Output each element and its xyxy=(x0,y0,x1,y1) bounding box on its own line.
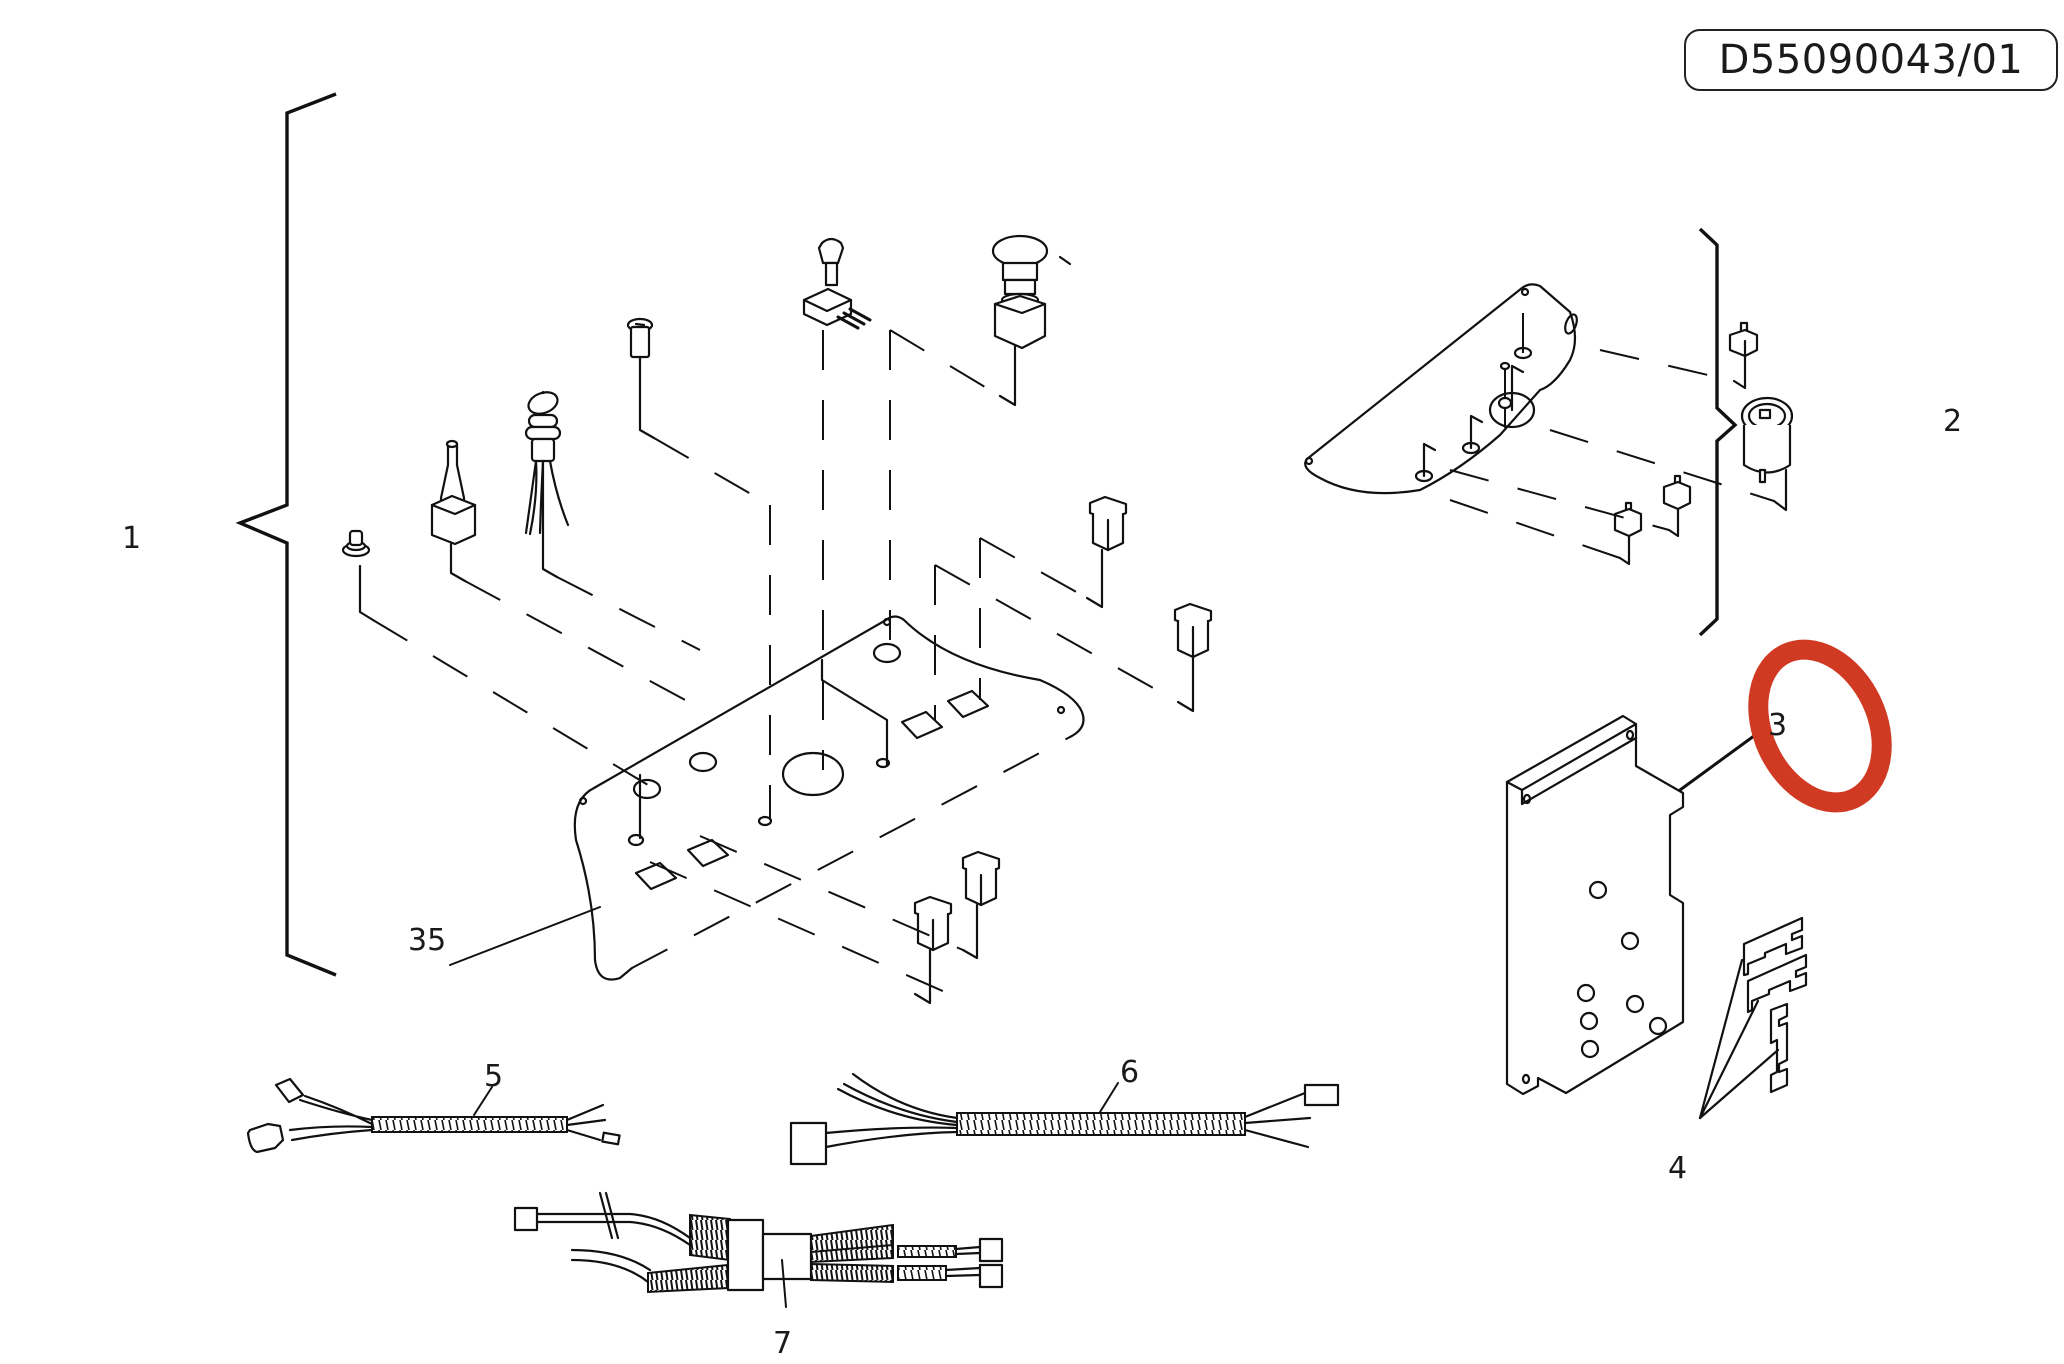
rocker-switch-2 xyxy=(1173,602,1213,713)
callout-4: 4 xyxy=(1668,1151,1687,1186)
hour-meter xyxy=(1740,396,1794,512)
harness-5: 5 xyxy=(246,1059,621,1154)
rocker-switch-3 xyxy=(961,850,1001,960)
drawing-number: D55090043/01 xyxy=(1718,37,2024,83)
callout-1: 1 xyxy=(122,521,141,556)
toggle-switch-c xyxy=(1613,501,1643,566)
mounting-clips: 4 xyxy=(1668,916,1808,1186)
callout-6: 6 xyxy=(1120,1055,1139,1090)
controller-box xyxy=(1505,714,1760,1096)
highlight-ring xyxy=(1748,639,1892,813)
toggle-switch-a xyxy=(1728,321,1759,390)
toggle-switch-b xyxy=(1662,474,1692,538)
callout-5: 5 xyxy=(484,1059,503,1094)
harness-6: 6 xyxy=(789,1055,1340,1166)
emergency-stop-button xyxy=(991,234,1072,407)
group-1-components xyxy=(341,234,1213,1005)
callout-3: 3 xyxy=(1768,708,1787,743)
callout-35: 35 xyxy=(408,923,446,958)
terminal-studs xyxy=(1576,880,1668,1059)
group-2-bracket: 2 xyxy=(1698,227,1962,637)
group-1-bracket: 1 xyxy=(122,92,337,977)
rocker-switch-4 xyxy=(913,895,953,1005)
callout-2: 2 xyxy=(1943,404,1962,439)
drawing-number-box: D55090043/01 xyxy=(1684,29,2058,91)
assembly-guide-lines-1 xyxy=(372,329,1179,1001)
potentiometer xyxy=(802,237,872,330)
key-switch xyxy=(524,390,570,579)
secondary-panel xyxy=(1304,283,1578,495)
rocker-switch-1 xyxy=(1085,495,1128,609)
indicator-lamp xyxy=(626,317,656,440)
callout-7: 7 xyxy=(773,1326,792,1361)
assembly-guide-lines-2 xyxy=(1422,298,1775,559)
harness-7: 7 xyxy=(513,1191,1004,1361)
group-2-components xyxy=(1613,321,1794,566)
push-button-small xyxy=(341,529,375,622)
panel-plate: 35 xyxy=(408,615,1085,981)
toggle-switch xyxy=(430,439,477,583)
